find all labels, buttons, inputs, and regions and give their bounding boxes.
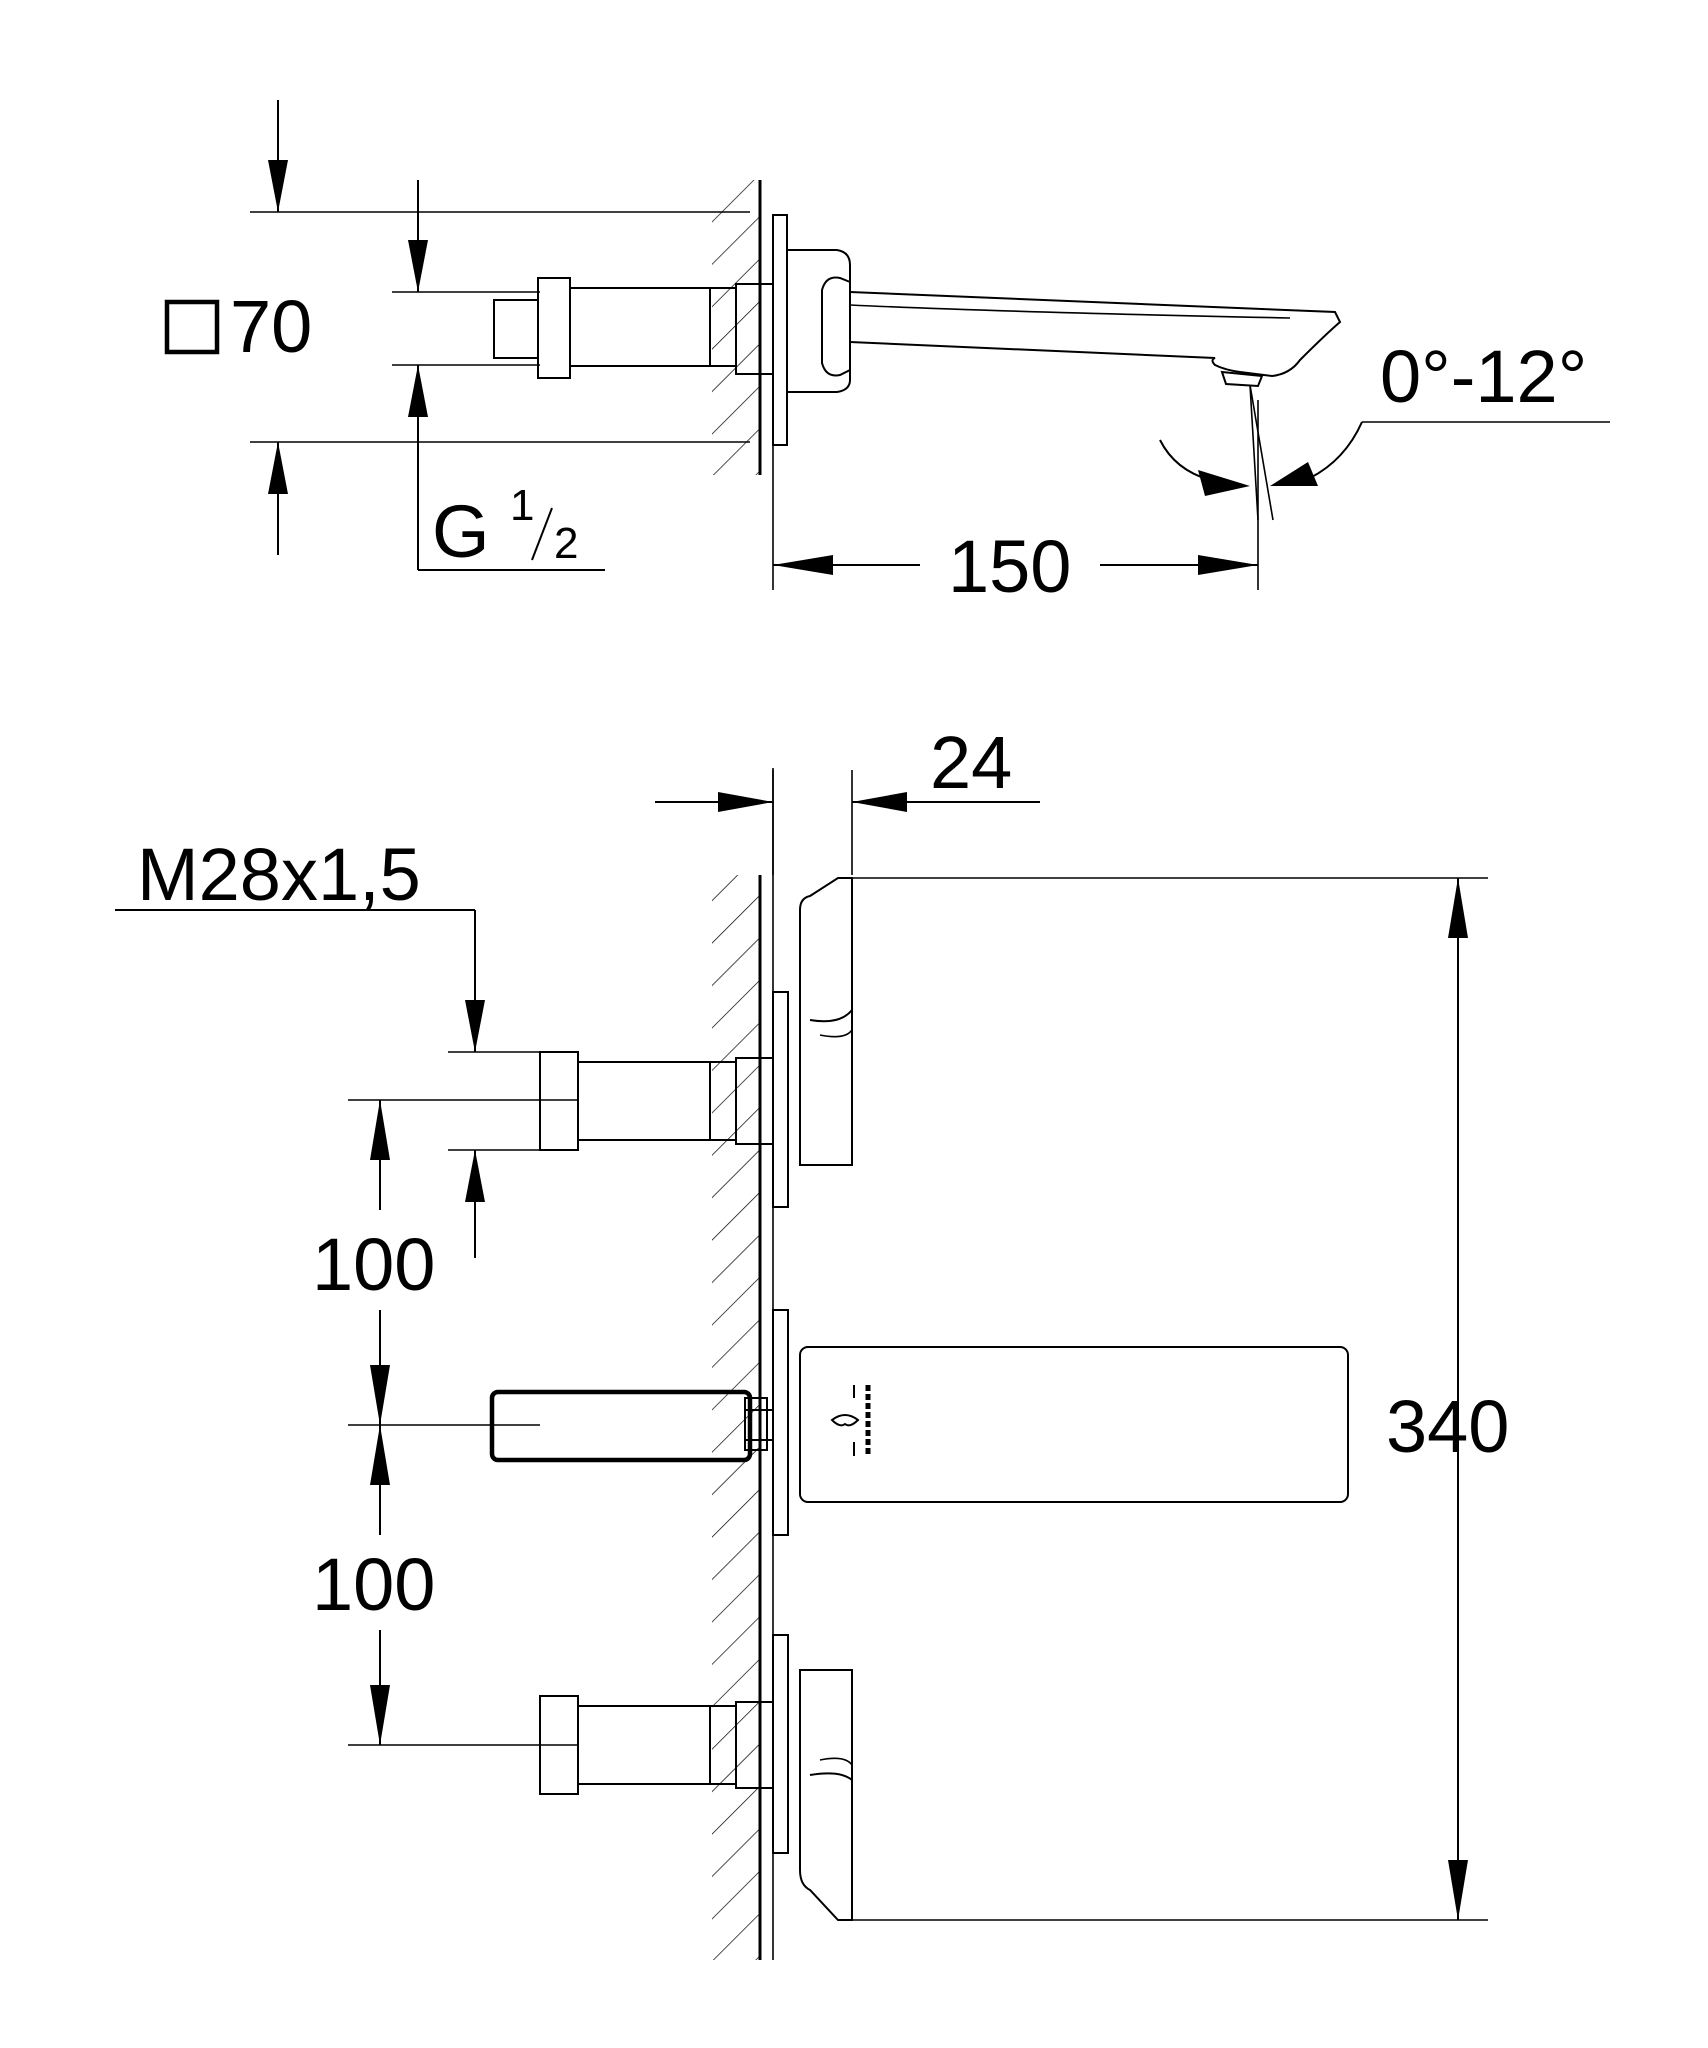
angle-dimension-lines [1159, 384, 1610, 521]
connection-thread-label: M28x1,5 [137, 833, 421, 916]
spacing-lower-label: 100 [312, 1543, 435, 1626]
plate-depth-label: 24 [930, 721, 1012, 804]
pipe-top [493, 277, 774, 379]
spout-body [787, 249, 1342, 393]
side-view-spout: 70 G 1 2 0°-12° [164, 100, 1610, 608]
angle-label: 0°-12° [1380, 335, 1587, 418]
spacing-dimension-lines [348, 1099, 578, 1746]
square-dimension-lines [250, 100, 750, 555]
height-label: 340 [1386, 1385, 1509, 1468]
plate-depth-dimension-lines [655, 770, 1040, 875]
projection-dimension-lines [772, 400, 1259, 590]
connection-thread-lines [115, 909, 548, 1258]
handle-bottom [539, 1634, 853, 1921]
thread-denominator-label: 2 [554, 519, 578, 568]
thread-fraction-slash [531, 507, 553, 561]
height-dimension-lines [852, 877, 1488, 1921]
thread-dimension-lines [392, 180, 605, 571]
square-size-label: 70 [230, 285, 312, 368]
wall-bottom [712, 768, 774, 1960]
front-view-set: 24 M28x1,5 100 100 [115, 721, 1509, 1960]
spout-front [489, 1309, 1349, 1536]
thread-numerator-label: 1 [510, 481, 534, 530]
wall-plate-top [772, 214, 788, 446]
projection-label: 150 [948, 525, 1071, 608]
spacing-upper-label: 100 [312, 1223, 435, 1306]
handle-top [539, 877, 853, 1208]
square-symbol-icon [164, 299, 220, 355]
grohe-logo-icon [830, 1385, 871, 1456]
thread-prefix-label: G [432, 490, 490, 573]
